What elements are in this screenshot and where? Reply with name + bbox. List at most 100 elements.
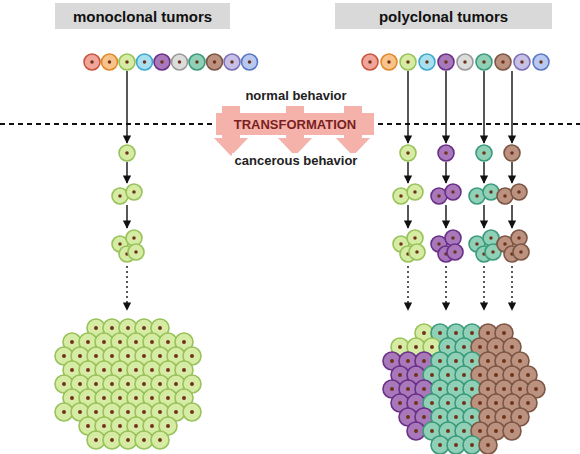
nucleus [470, 443, 474, 447]
nucleus [398, 401, 402, 405]
nucleus [143, 60, 147, 64]
nucleus [494, 373, 498, 377]
nucleus [517, 190, 521, 194]
cell [447, 244, 463, 260]
nucleus [142, 326, 146, 330]
cell [419, 54, 435, 70]
cell [362, 54, 378, 70]
nucleus [126, 438, 130, 442]
cell [242, 54, 258, 70]
group-header: polyclonal tumors [335, 3, 552, 29]
nucleus [94, 410, 98, 414]
nucleus [134, 368, 138, 372]
nucleus [454, 359, 458, 363]
nucleus [475, 242, 479, 246]
nucleus [425, 60, 429, 64]
nucleus [539, 60, 543, 64]
nucleus [510, 373, 514, 377]
nucleus [86, 340, 90, 344]
nucleus [438, 415, 442, 419]
nucleus [454, 443, 458, 447]
nucleus [422, 415, 426, 419]
nucleus [108, 60, 112, 64]
nucleus [437, 194, 441, 198]
nucleus [110, 326, 114, 330]
nucleus [406, 387, 410, 391]
nucleus [414, 373, 418, 377]
lineage-arrow [445, 162, 446, 183]
cell [189, 54, 205, 70]
lineage-arrow [407, 266, 408, 310]
nucleus [489, 190, 493, 194]
nucleus [118, 194, 122, 198]
nucleus [517, 236, 521, 240]
nucleus [398, 373, 402, 377]
nucleus [166, 396, 170, 400]
nucleus [494, 429, 498, 433]
nucleus [182, 368, 186, 372]
nucleus [86, 396, 90, 400]
nucleus [502, 331, 506, 335]
cell [207, 54, 223, 70]
nucleus [413, 190, 417, 194]
nucleus [132, 236, 136, 240]
nucleus [134, 250, 138, 254]
nucleus [470, 415, 474, 419]
cell [479, 436, 497, 454]
nucleus [502, 415, 506, 419]
nucleus [422, 359, 426, 363]
nucleus [134, 340, 138, 344]
nucleus [470, 331, 474, 335]
cell [151, 431, 169, 449]
cell [102, 54, 118, 70]
cell [119, 54, 135, 70]
nucleus [406, 415, 410, 419]
nucleus [126, 382, 130, 386]
nucleus [390, 359, 394, 363]
nucleus [190, 410, 194, 414]
nucleus [462, 429, 466, 433]
nucleus [444, 151, 448, 155]
nucleus [422, 331, 426, 335]
nucleus [519, 250, 523, 254]
nucleus [478, 373, 482, 377]
nucleus [414, 429, 418, 433]
cell [503, 422, 521, 440]
nucleus [142, 410, 146, 414]
cell [504, 145, 520, 161]
nucleus [110, 438, 114, 442]
node-text: polyclonal tumors [379, 8, 508, 25]
nucleus [438, 443, 442, 447]
node-text: monoclonal tumors [73, 8, 212, 25]
nucleus [158, 382, 162, 386]
nucleus [102, 396, 106, 400]
node-text: TRANSFORMATION [234, 117, 357, 132]
nucleus [446, 373, 450, 377]
lineage-arrow [126, 162, 127, 183]
cell [224, 54, 240, 70]
nucleus [502, 387, 506, 391]
cell [476, 145, 492, 161]
nucleus [125, 60, 129, 64]
lineage-arrow [483, 266, 484, 310]
nucleus [486, 359, 490, 363]
nucleus [118, 396, 122, 400]
nucleus [438, 331, 442, 335]
nucleus [446, 401, 450, 405]
lineage-arrow [511, 162, 512, 183]
nucleus [430, 345, 434, 349]
nucleus [520, 60, 524, 64]
nucleus [526, 373, 530, 377]
nucleus [248, 60, 252, 64]
nucleus [510, 345, 514, 349]
lineage-arrow [407, 162, 408, 183]
nucleus [454, 415, 458, 419]
nucleus [174, 410, 178, 414]
nucleus [118, 368, 122, 372]
cell [128, 244, 144, 260]
nucleus [494, 401, 498, 405]
nucleus [160, 60, 164, 64]
nucleus [90, 60, 94, 64]
nucleus [166, 424, 170, 428]
nucleus [510, 429, 514, 433]
